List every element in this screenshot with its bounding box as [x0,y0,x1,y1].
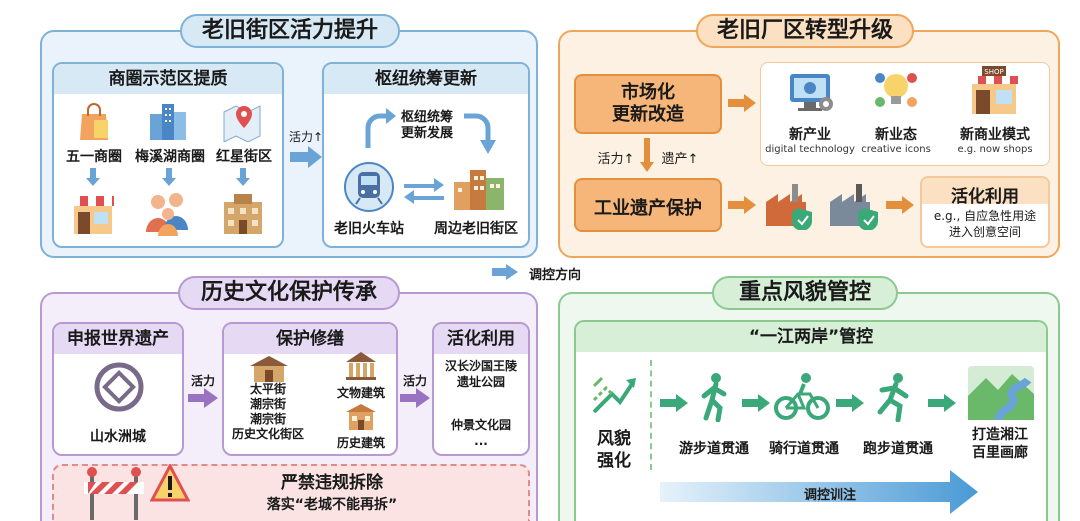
right-arrow-icon [660,394,688,412]
old-blocks-icon [452,160,508,212]
down-arrow-icon [640,138,654,172]
market-renewal-label: 市场化 更新改造 [576,82,720,126]
district-building-icon [220,192,266,236]
repair-title: 保护修缮 [224,324,396,354]
commerce-title: 商圈示范区提质 [54,64,282,94]
new-item-2-title: 新业态 [856,124,936,144]
heritage-up-label: 遗产↑ [656,148,704,167]
right-arrow-icon [290,146,322,168]
factory-reuse-text: e.g., 自应急性用途 进入创意空间 [922,208,1048,240]
walking-person-icon [694,372,734,422]
historic-building-icon [346,404,376,430]
history-arrow1-label: 活力 [186,372,220,389]
step-cycleway: 骑行道贯通 [758,438,850,458]
shop-sign-text: SHOP [984,68,1003,76]
step-runway: 跑步道贯通 [852,438,944,458]
world-heritage-item: 山水洲城 [52,426,184,446]
right-arrow-icon [728,94,756,112]
bicycle-icon [774,372,830,422]
hub-title: 枢纽统筹更新 [324,64,528,94]
demolition-ban-text: 落实“老城不能再拆” [232,494,432,514]
river-landscape-icon [968,366,1034,420]
lightbulb-icon [872,68,920,114]
world-heritage-title: 申报世界遗产 [54,324,182,354]
cultural-relic-building-label: 文物建筑 [324,384,398,401]
history-reuse-item3: ... [432,434,530,448]
train-icon [344,162,394,212]
step-walkway: 游步道贯通 [668,438,760,458]
panel-history-title: 历史文化保护传承 [178,276,400,310]
vitality-up-label: 活力↑ [592,148,640,167]
right-arrow-icon [928,394,956,412]
panel-scenery-title: 重点风貌管控 [712,276,898,310]
history-reuse-item1: 汉长沙国王陵 遗址公园 [432,358,530,390]
hub-flow-label: 枢纽统筹 更新发展 [392,110,462,142]
down-arrow-icon [162,168,176,186]
repair-left-list: 太平街 潮宗街 潮宗街 历史文化街区 [228,382,308,442]
curved-arrow-icon [464,108,498,154]
commerce-item-2: 梅溪湖商圈 [130,146,210,166]
history-reuse-title: 活化利用 [434,324,528,354]
down-arrow-icon [236,168,250,186]
factory-shield-icon [762,180,816,230]
new-item-3-subtitle: e.g. now shops [946,144,1044,155]
surrounding-streets-label: 周边老旧街区 [424,218,528,238]
demolition-ban-title: 严禁违规拆除 [232,468,432,493]
traditional-building-icon [250,356,288,382]
market-renewal-box: 市场化 更新改造 [574,74,722,134]
step-gallery: 打造湘江 百里画廊 [956,426,1044,462]
shopping-bag-icon [76,102,112,142]
office-buildings-icon [148,100,188,142]
museum-building-icon [346,352,376,380]
regulation-direction-label: 调控方向 [520,264,590,283]
old-station-label: 老旧火车站 [326,218,412,238]
scenery-strengthen-label: 风貌 强化 [588,428,640,472]
road-barrier-icon [84,466,144,520]
swap-arrows-icon [404,176,444,204]
factory-reuse-box: 活化利用 e.g., 自应急性用途 进入创意空间 [920,176,1050,248]
factory-shield-icon [826,180,880,230]
scenery-arrows-icon [592,372,636,416]
shop-icon: SHOP [968,66,1020,116]
warning-sign-icon [150,464,190,502]
panel-old-streets-title: 老旧街区活力提升 [180,14,400,48]
down-arrow-icon [86,168,100,186]
vitality-arrow-label: 活力↑ [288,128,324,145]
running-person-icon [872,372,912,422]
vertical-divider [650,360,652,470]
digital-monitor-icon [786,68,834,114]
world-heritage-emblem-icon [94,362,144,412]
history-arrow2-label: 活力 [398,372,432,389]
new-item-1-title: 新产业 [770,124,850,144]
historic-building-label: 历史建筑 [324,434,398,451]
heritage-protect-label: 工业遗产保护 [576,194,720,220]
right-arrow-icon [400,388,430,408]
river-control-title: “一江两岸”管控 [576,322,1046,352]
regulation-note-label: 调控训注 [770,484,890,503]
factory-reuse-title: 活化利用 [922,182,1048,207]
new-item-3-title: 新商业模式 [946,124,1044,144]
right-arrow-icon [836,394,864,412]
right-arrow-icon [492,264,518,280]
right-arrow-icon [886,196,914,214]
map-pin-icon [222,100,262,142]
panel-old-factory-title: 老旧厂区转型升级 [696,14,914,48]
commerce-item-3: 红星街区 [208,146,280,166]
storefront-icon [70,192,116,236]
history-reuse-item2: 仲景文化园 [432,416,530,433]
curved-arrow-icon [362,108,396,148]
new-item-2-subtitle: creative icons [852,144,940,155]
right-arrow-icon [742,394,770,412]
commerce-item-1: 五一商圈 [58,146,130,166]
right-arrow-icon [728,196,756,214]
new-item-1-subtitle: digital technology [756,144,864,155]
people-icon [144,190,192,236]
heritage-protect-box: 工业遗产保护 [574,178,722,232]
right-arrow-icon [188,388,218,408]
